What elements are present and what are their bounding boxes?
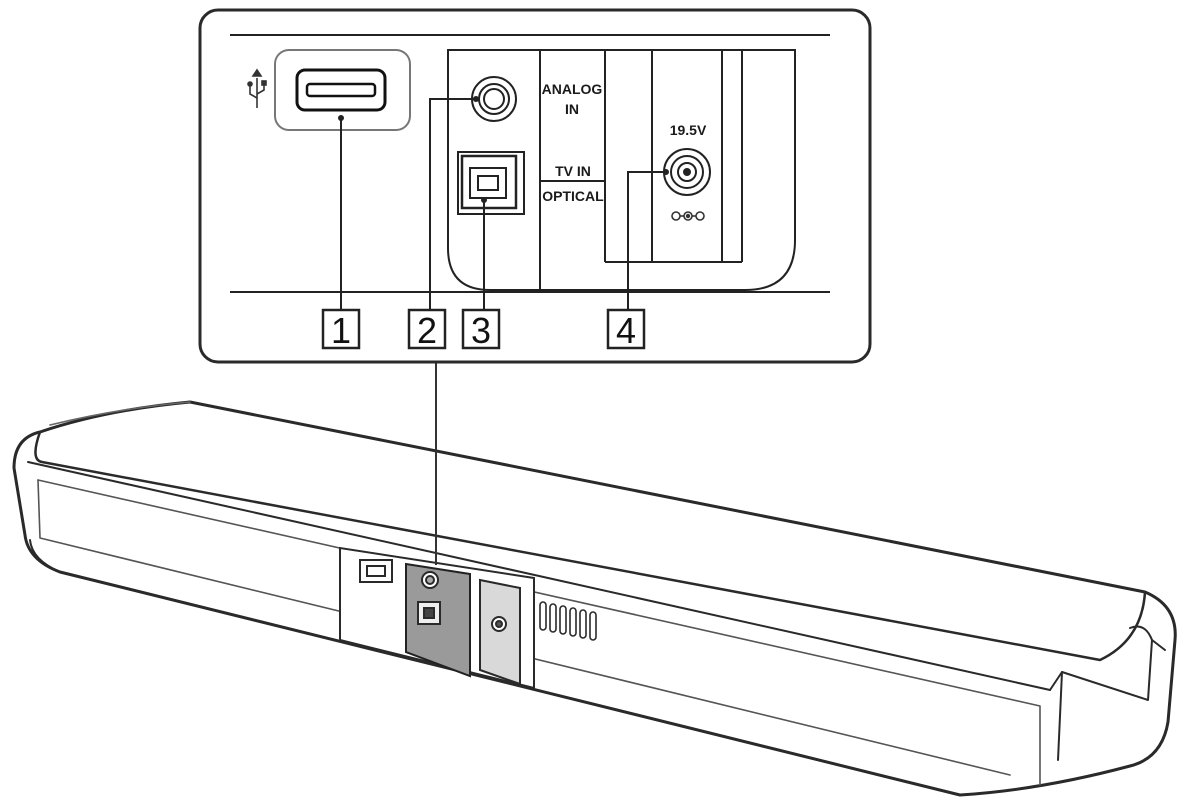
analog-label-line1: ANALOG <box>542 81 603 97</box>
optical-label: OPTICAL <box>542 188 604 204</box>
tv-in-optical-jack <box>457 151 525 215</box>
callout-2: 2 <box>407 308 447 351</box>
usb-port <box>274 49 411 131</box>
callout-1: 1 <box>321 308 361 351</box>
analog-label-line2: IN <box>565 101 579 117</box>
connector-housing <box>447 49 796 291</box>
dc-polarity-icon <box>671 211 705 221</box>
callout-leaders <box>340 98 666 310</box>
soundbar-connector-recess <box>339 546 597 690</box>
callout-3-number: 3 <box>471 310 491 351</box>
dc-in-jack <box>663 148 711 196</box>
soundbar-body <box>12 400 1177 797</box>
enlarged-rear-panel: ANALOG IN TV IN OPTICAL 19.5V 1 2 <box>198 8 872 364</box>
callout-1-number: 1 <box>331 310 351 351</box>
callout-4: 4 <box>606 308 646 351</box>
tv-in-label: TV IN <box>555 163 591 179</box>
callout-3: 3 <box>461 308 501 351</box>
callout-2-number: 2 <box>417 310 437 351</box>
callout-4-number: 4 <box>616 310 636 351</box>
callout-leader-dots <box>338 96 669 203</box>
usb-trident-icon <box>247 68 267 108</box>
voltage-label: 19.5V <box>670 122 707 138</box>
